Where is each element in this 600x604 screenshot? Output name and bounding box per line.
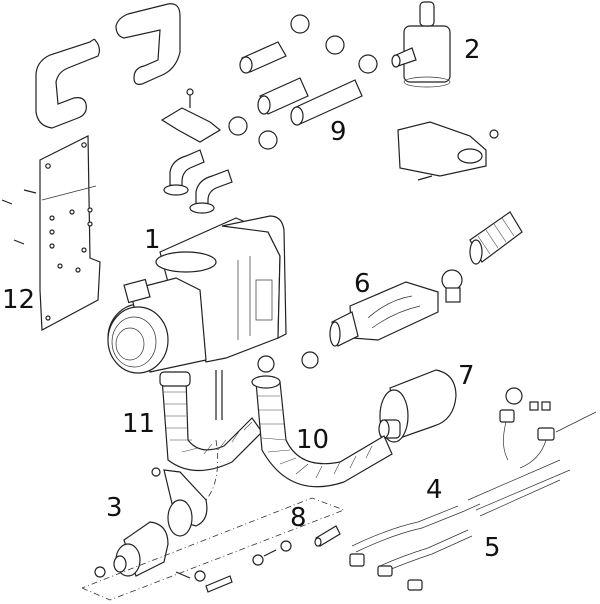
fuel-line-kit (81, 497, 346, 601)
callout-6: 6 (354, 269, 371, 299)
callout-9: 9 (330, 117, 347, 147)
exhaust-clamp (441, 269, 463, 303)
wiring-harness-b (377, 479, 561, 591)
callout-10: 10 (296, 425, 329, 455)
intake-silencer (378, 369, 457, 443)
circulation-pump (391, 1, 451, 88)
pump-holder (397, 121, 499, 181)
hose-clamps (228, 14, 378, 150)
callout-11: 11 (122, 409, 155, 439)
hose-sleeve-1 (257, 77, 309, 115)
hose-connector-straight (239, 41, 287, 74)
bracket-clip (160, 88, 222, 143)
exhaust-silencer (329, 281, 439, 347)
mounting-bracket (39, 135, 101, 331)
callout-2: 2 (464, 35, 481, 65)
exhaust-flex-hose (215, 370, 393, 488)
wiring-harness-a (349, 459, 571, 567)
coolant-hose-hook-shape (115, 3, 181, 85)
hose-clamps-small (257, 351, 319, 373)
callout-7: 7 (458, 361, 475, 391)
heater-unit (107, 215, 287, 374)
hose-sleeve-2 (290, 79, 363, 126)
callout-5: 5 (484, 533, 501, 563)
callout-4: 4 (426, 475, 443, 505)
combustion-air-hose (159, 371, 263, 472)
fuel-dosing-pump (94, 521, 169, 578)
callout-1: 1 (144, 225, 161, 255)
callout-12: 12 (2, 285, 35, 315)
pump-bracket (151, 439, 218, 537)
exhaust-flex-pipe (469, 211, 523, 265)
coolant-hose-c-shape (35, 38, 101, 129)
callout-3: 3 (106, 493, 123, 523)
mounting-screws (1, 189, 37, 245)
harness-connectors (499, 387, 597, 469)
callout-8: 8 (290, 503, 307, 533)
elbow-fittings (163, 149, 233, 214)
